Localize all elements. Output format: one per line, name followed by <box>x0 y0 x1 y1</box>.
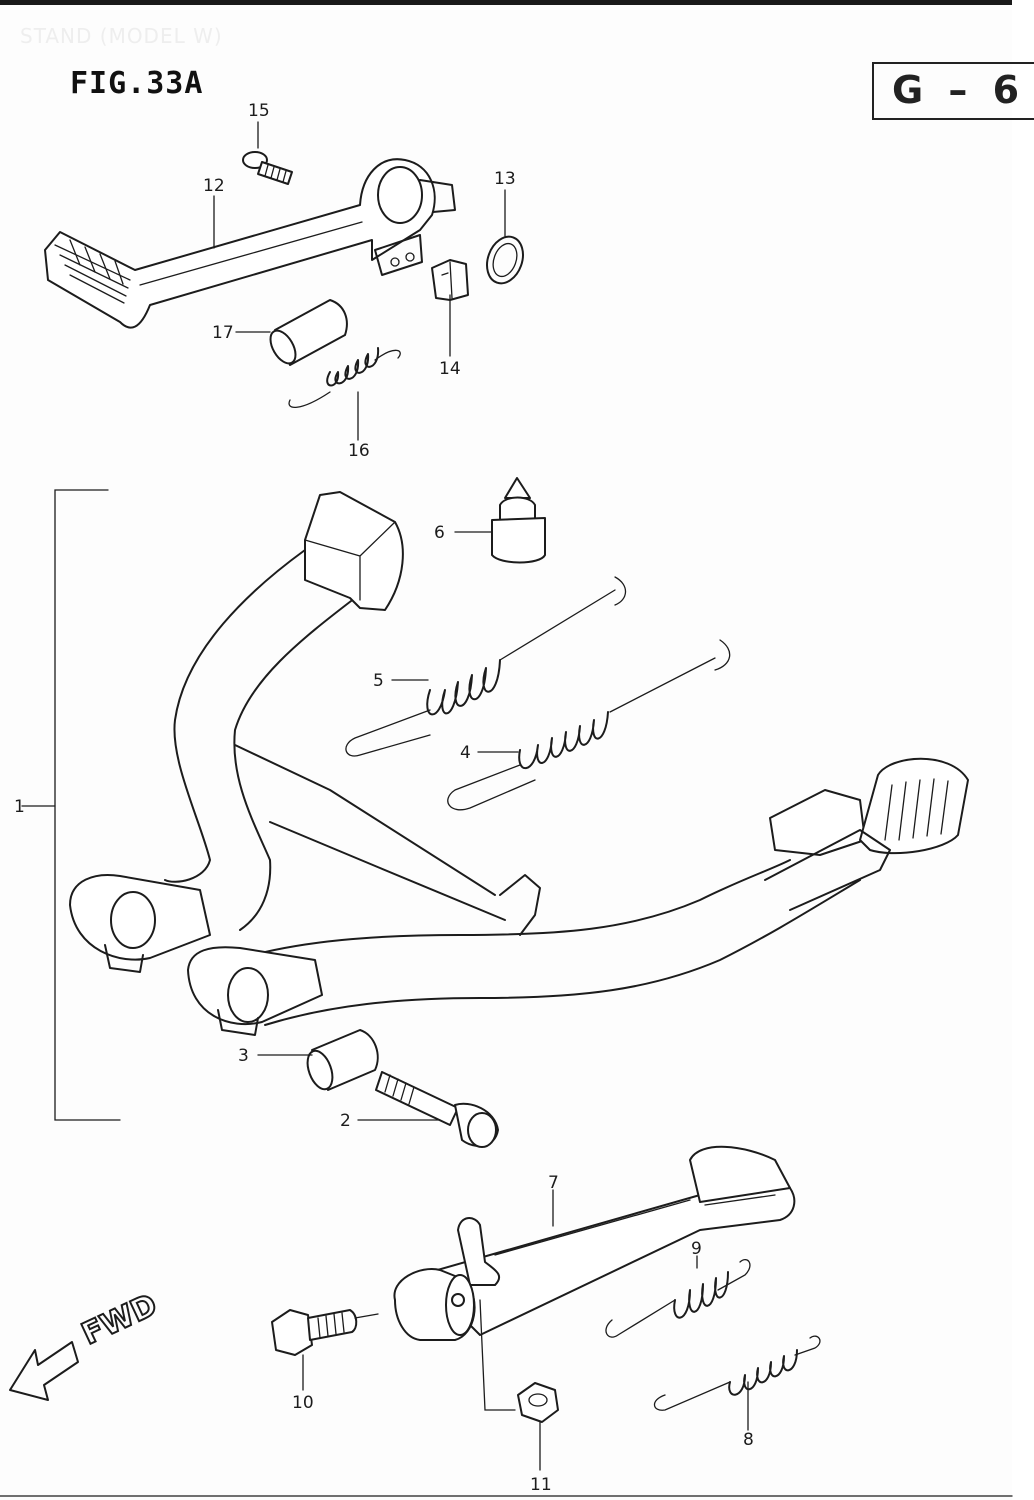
callout-16: 16 <box>348 441 370 461</box>
side-stand-part-7 <box>393 1145 796 1341</box>
leader-lines <box>21 121 749 1471</box>
callout-labels: 1 2 3 4 5 6 7 8 9 10 11 12 13 14 15 16 1… <box>14 101 754 1495</box>
callout-6: 6 <box>434 523 445 543</box>
spring-part-5 <box>345 576 627 757</box>
callout-15: 15 <box>248 101 270 121</box>
fwd-label: FWD <box>77 1287 163 1352</box>
collar-part-3 <box>306 1029 379 1091</box>
callout-1: 1 <box>14 797 25 817</box>
brake-pedal-part-12 <box>44 158 456 329</box>
callout-11: 11 <box>530 1475 552 1495</box>
callout-17: 17 <box>212 323 234 343</box>
collar-part-17 <box>269 299 348 366</box>
nut-part-11 <box>517 1382 559 1423</box>
page-badge: G – 6 <box>872 62 1034 120</box>
bolt-nut-leader <box>479 1299 516 1411</box>
spring-part-9 <box>605 1259 751 1338</box>
callout-14: 14 <box>439 359 461 379</box>
callout-8: 8 <box>743 1430 754 1450</box>
bolt-part-10 <box>271 1309 379 1356</box>
spring-part-8 <box>653 1335 821 1411</box>
callout-3: 3 <box>238 1046 249 1066</box>
figure-title: FIG.33A <box>70 66 204 101</box>
clip-part-14 <box>431 259 469 301</box>
page-badge-label: G – 6 <box>892 68 1026 112</box>
callout-4: 4 <box>460 743 471 763</box>
callout-2: 2 <box>340 1111 351 1131</box>
top-border-rule <box>0 0 1012 5</box>
centre-stand-part-1 <box>69 491 969 1036</box>
callout-5: 5 <box>373 671 384 691</box>
assembly-bracket <box>54 489 121 1121</box>
section-title: STAND (MODEL W) <box>20 24 223 48</box>
callout-7: 7 <box>548 1173 559 1193</box>
callout-13: 13 <box>494 169 516 189</box>
callout-12: 12 <box>203 176 225 196</box>
callout-9: 9 <box>691 1239 702 1259</box>
callout-10: 10 <box>292 1393 314 1413</box>
stopper-part-6 <box>491 477 546 564</box>
forward-direction-arrow: FWD <box>9 1286 164 1401</box>
spring-part-4 <box>447 639 731 811</box>
spring-part-16 <box>288 347 401 408</box>
bolt-part-2 <box>375 1071 499 1148</box>
washer-part-13 <box>486 235 524 285</box>
bolt-part-15 <box>242 151 293 185</box>
exploded-view-drawing: FWD 1 2 3 4 5 <box>0 101 1013 1497</box>
